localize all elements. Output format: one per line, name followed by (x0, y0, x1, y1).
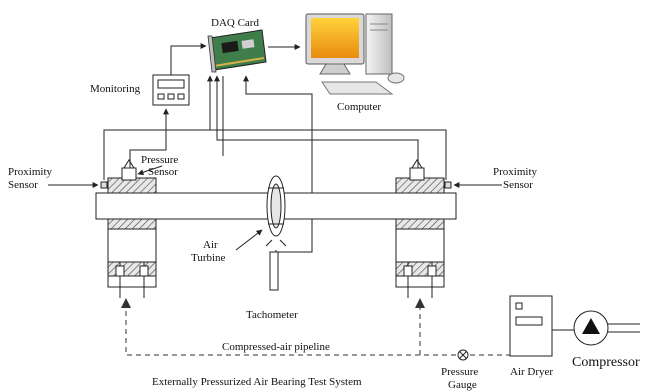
compressed-air-pipeline (121, 298, 510, 356)
computer-label: Computer (337, 101, 381, 113)
proximity-sensor-right-label-2: Sensor (503, 179, 533, 191)
right-bearing (395, 159, 452, 298)
compressor-label: Compressor (572, 355, 640, 370)
proximity-sensor-left-label-1: Proximity (8, 166, 53, 178)
pressure-sensor-label-1: Pressure (141, 154, 178, 166)
daq-card (207, 29, 267, 73)
pipeline-label: Compressed-air pipeline (222, 341, 330, 353)
monitoring-device (152, 74, 190, 106)
computer (305, 13, 405, 95)
tachometer (269, 251, 279, 291)
tachometer-label: Tachometer (246, 309, 298, 321)
daq-card-label: DAQ Card (211, 17, 259, 29)
air-turbine-label-2: Turbine (191, 252, 226, 264)
air-turbine-label-1: Air (203, 239, 218, 251)
compressor (552, 310, 640, 346)
pressure-gauge-label-1: Pressure (441, 366, 478, 378)
air-dryer-label: Air Dryer (510, 366, 553, 378)
air-dryer (509, 295, 553, 357)
proximity-sensor-right-label-1: Proximity (493, 166, 538, 178)
air-turbine (265, 175, 287, 247)
proximity-sensor-left-label-2: Sensor (8, 179, 38, 191)
monitoring-label: Monitoring (90, 83, 141, 95)
pressure-gauge (457, 349, 469, 361)
pressure-sensor-label-2: Sensor (148, 166, 178, 178)
pressure-gauge-label-2: Gauge (448, 379, 477, 391)
left-bearing (100, 159, 157, 298)
diagram-caption: Externally Pressurized Air Bearing Test … (152, 376, 362, 388)
